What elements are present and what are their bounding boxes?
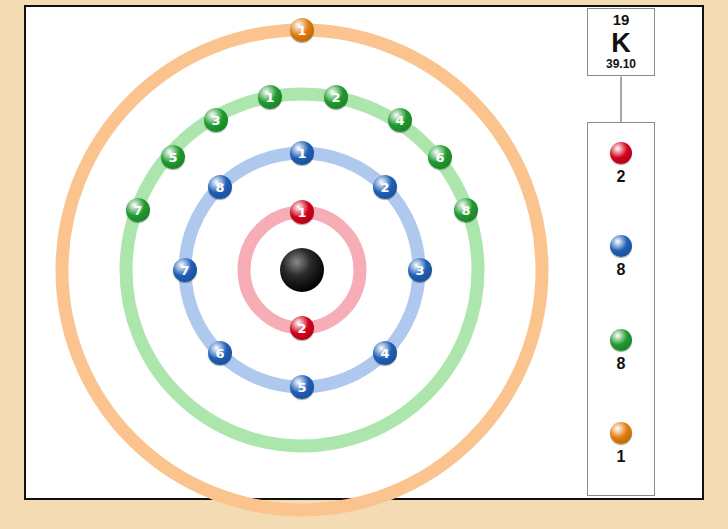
connector-line [620,76,622,122]
electron-number: 7 [133,204,142,217]
shell-ring-1 [244,212,360,328]
electron-number: 2 [380,181,389,194]
electron: 1 [290,18,314,42]
electron: 2 [373,175,397,199]
electron-number: 5 [297,381,306,394]
electron: 5 [161,145,185,169]
electron-number: 3 [211,114,220,127]
electron: 1 [290,141,314,165]
electron-number: 1 [297,147,306,160]
electron: 1 [258,85,282,109]
shell-ring-2 [185,153,419,387]
legend-swatch [610,422,632,444]
electron: 2 [324,85,348,109]
electron-number: 6 [215,347,224,360]
electron-number: 8 [215,181,224,194]
electron-number: 1 [265,91,274,104]
legend-item: 2 [588,142,654,186]
electron-number: 6 [435,151,444,164]
electron: 6 [208,341,232,365]
electron-number: 4 [380,347,389,360]
electron: 8 [208,175,232,199]
legend-box: 2 8 8 1 [587,122,655,496]
electron: 7 [173,258,197,282]
electron-number: 3 [415,264,424,277]
electron-number: 2 [297,322,306,335]
element-box: 19K39.10 [587,8,655,76]
electron: 3 [204,108,228,132]
electron-number: 4 [395,114,404,127]
electron-number: 5 [168,151,177,164]
shell-ring-4 [62,30,542,510]
electron: 4 [373,341,397,365]
legend-item: 8 [588,329,654,373]
electron: 5 [290,375,314,399]
legend-swatch [610,235,632,257]
shell-ring-3 [126,94,478,446]
legend-swatch [610,142,632,164]
legend-count: 8 [588,355,654,373]
electron: 2 [290,316,314,340]
electron: 8 [454,198,478,222]
atomic-mass: 39.10 [596,58,646,71]
legend-item: 8 [588,235,654,279]
electron-number: 1 [297,24,306,37]
electron: 1 [290,200,314,224]
legend-count: 8 [588,261,654,279]
electron-number: 8 [461,204,470,217]
legend-count: 1 [588,448,654,466]
electron-number: 2 [331,91,340,104]
element-symbol: K [596,29,646,59]
electron: 4 [388,108,412,132]
atomic-number: 19 [596,12,646,29]
nucleus [280,248,324,292]
legend-count: 2 [588,168,654,186]
legend-item: 1 [588,422,654,466]
electron: 3 [408,258,432,282]
electron-number: 1 [297,206,306,219]
electron: 7 [126,198,150,222]
legend-swatch [610,329,632,351]
electron-number: 7 [180,264,189,277]
electron: 6 [428,145,452,169]
